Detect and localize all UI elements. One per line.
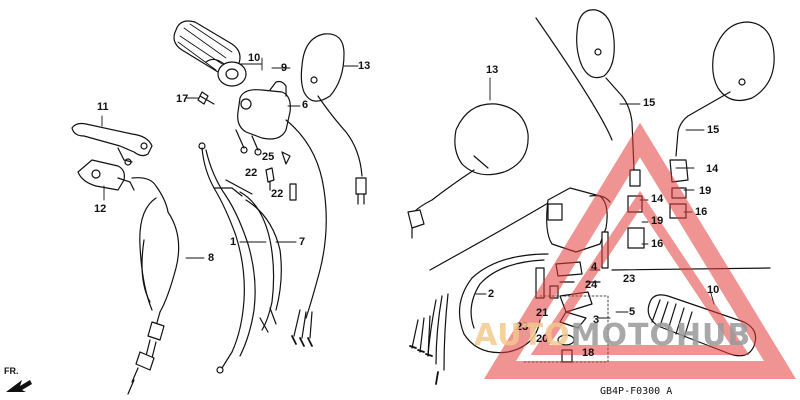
callout-1: 1 [230, 236, 237, 248]
mirror-upper-left [576, 9, 645, 249]
watermark-part2: MOTO [570, 318, 676, 353]
callout-12: 12 [94, 203, 107, 215]
callout-10: 10 [248, 52, 261, 64]
callout-3: 3 [593, 314, 600, 326]
callout-14-b: 14 [706, 163, 719, 175]
watermark-text: AUTOMOTOHUB [474, 318, 751, 353]
callout-17: 17 [176, 93, 189, 105]
callout-11: 11 [97, 101, 109, 113]
bolt-17 [197, 91, 215, 105]
callout-13-left: 13 [358, 60, 371, 72]
callout-24: 24 [585, 279, 598, 291]
frame-line-2 [429, 195, 561, 271]
lever-bracket [77, 159, 135, 191]
callout-21: 21 [536, 307, 549, 319]
mirror-left [300, 33, 367, 205]
callout-18: 18 [582, 347, 595, 359]
callout-19-a: 19 [651, 215, 664, 227]
callout-23-b: 23 [516, 321, 529, 333]
switch-harness [285, 119, 327, 347]
screw-22b [289, 183, 297, 201]
switch-housing [235, 80, 291, 156]
callout-25: 25 [262, 151, 275, 163]
callout-16-a: 16 [651, 238, 664, 250]
front-arrow-icon [6, 380, 32, 392]
callout-16-b: 16 [695, 206, 708, 218]
callout-19-b: 19 [699, 185, 712, 197]
callout-14-a: 14 [651, 193, 664, 205]
frame-line-1 [535, 17, 613, 141]
callout-20: 20 [536, 333, 549, 345]
callout-23-a: 23 [623, 273, 636, 285]
throttle-cables [198, 142, 282, 374]
watermark-logo-icon [483, 122, 797, 379]
callout-6: 6 [302, 99, 309, 111]
callout-13-right: 13 [486, 64, 499, 76]
mirror-upper-right [669, 21, 775, 219]
diagram-code: GB4P-F0300 A [600, 386, 673, 397]
screw-22a [265, 167, 275, 191]
watermark-part3: HUB [675, 318, 752, 353]
screw-25 [281, 151, 291, 165]
callout-5: 5 [629, 306, 636, 318]
front-label: FR. [4, 366, 19, 376]
mirror-right [407, 103, 529, 239]
leader-9-10 [239, 57, 291, 71]
callout-9: 9 [281, 62, 288, 74]
callout-8: 8 [208, 252, 215, 264]
callout-4: 4 [591, 261, 598, 273]
callout-2: 2 [488, 288, 495, 300]
callout-22-a: 22 [245, 167, 258, 179]
callout-22-b: 22 [271, 188, 284, 200]
clutch-cable [127, 177, 180, 395]
callout-7: 7 [299, 236, 306, 248]
watermark-part1: AUTO [474, 318, 571, 353]
callout-15-a: 15 [643, 97, 656, 109]
callout-15-b: 15 [707, 124, 720, 136]
clutch-lever [71, 122, 153, 166]
throttle-grip [173, 20, 247, 87]
callout-10-right: 10 [707, 284, 720, 296]
